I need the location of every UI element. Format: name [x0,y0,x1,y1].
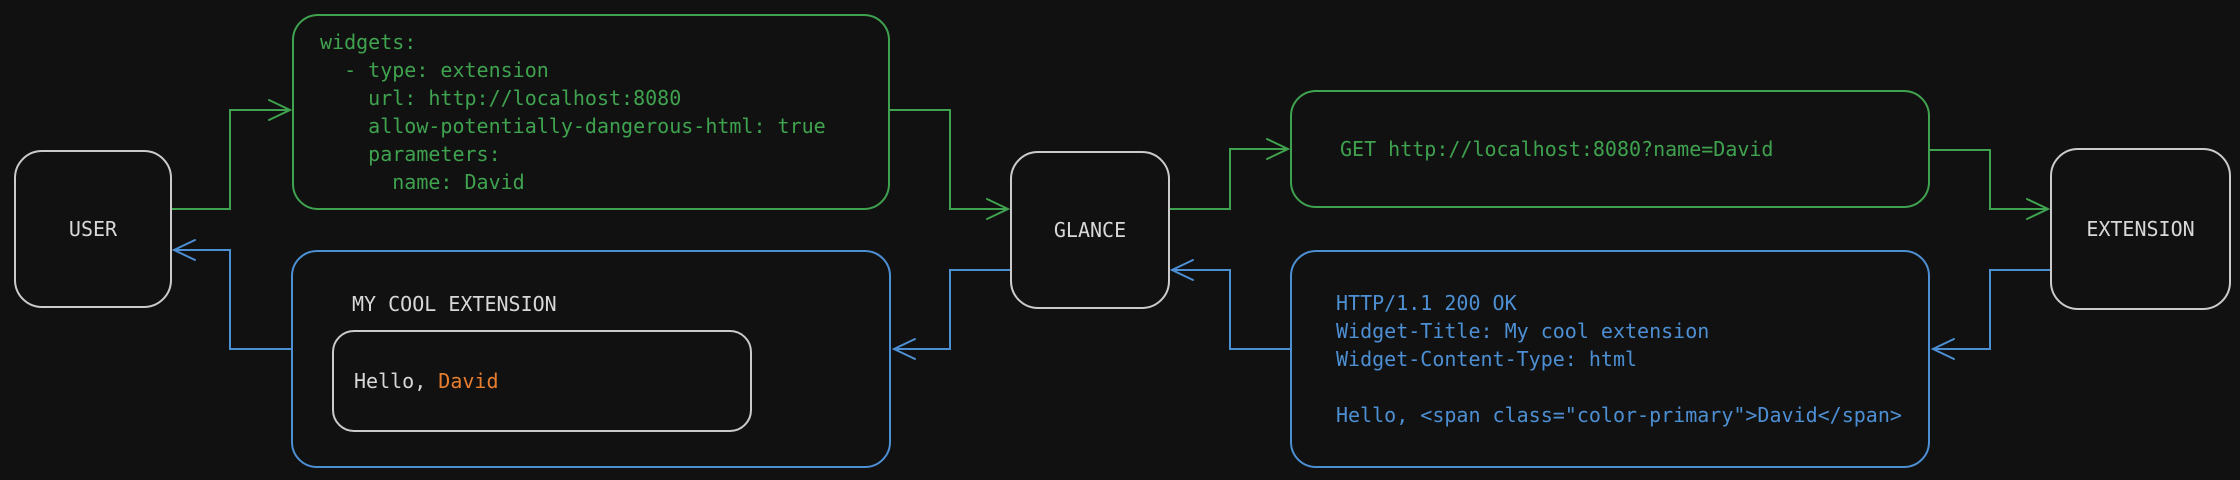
arrow-extension-to-response [1930,269,2050,360]
http-request-box: GET http://localhost:8080?name=David [1290,90,1930,208]
http-request-code: GET http://localhost:8080?name=David [1340,137,1774,161]
widget-title: MY COOL EXTENSION [352,292,557,316]
arrow-widget-to-user [171,239,291,350]
config-yaml-code: widgets: - type: extension url: http://l… [320,30,826,194]
widget-preview-box: MY COOL EXTENSION Hello, David [291,250,891,468]
node-user: USER [14,150,172,308]
arrow-response-to-glance [1169,259,1290,350]
arrow-glance-to-widget [891,269,1010,360]
node-glance-label: GLANCE [1053,218,1127,242]
arrow-config-to-glance [890,109,1011,220]
node-user-label: USER [68,217,118,241]
arrow-user-to-config [172,99,293,210]
widget-greeting-box: Hello, David [332,330,752,432]
greeting-name: David [438,369,499,393]
config-yaml-box: widgets: - type: extension url: http://l… [292,14,890,210]
arrow-glance-to-request [1170,138,1291,210]
http-response-box: HTTP/1.1 200 OK Widget-Title: My cool ex… [1290,250,1930,468]
http-response-code: HTTP/1.1 200 OK Widget-Title: My cool ex… [1336,291,1902,427]
node-glance: GLANCE [1010,151,1170,309]
arrow-request-to-extension [1930,149,2051,220]
node-extension: EXTENSION [2050,148,2231,310]
greeting-prefix: Hello, [354,369,439,393]
node-extension-label: EXTENSION [2086,217,2195,241]
